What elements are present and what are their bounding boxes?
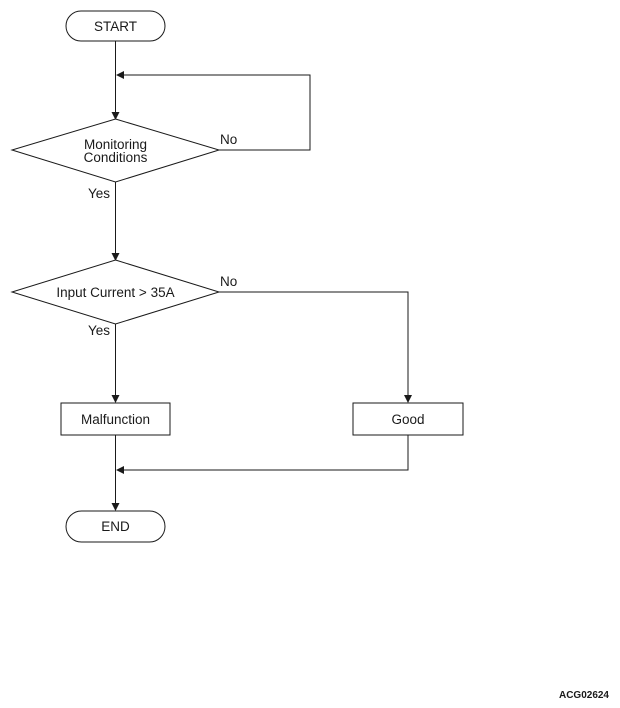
result-good-label: Good bbox=[391, 412, 424, 427]
decision-monitoring-conditions: Monitoring Conditions bbox=[10, 118, 221, 183]
arrowhead-merge bbox=[116, 466, 124, 474]
connector-loop-no bbox=[124, 74, 311, 151]
result-malfunction-box: Malfunction bbox=[60, 402, 171, 436]
decision2-no-label: No bbox=[220, 274, 237, 289]
decision1-no-label: No bbox=[220, 132, 237, 147]
arrowhead-good bbox=[404, 395, 412, 403]
decision1-yes-label: Yes bbox=[88, 186, 110, 201]
end-label: END bbox=[101, 519, 130, 534]
arrowhead-decision2 bbox=[111, 253, 120, 261]
arrowhead-loop bbox=[116, 71, 124, 79]
end-terminator: END bbox=[65, 510, 166, 543]
connector-decision2-to-good bbox=[219, 291, 409, 397]
decision-input-current: Input Current > 35A bbox=[10, 259, 221, 325]
figure-id: ACG02624 bbox=[559, 690, 609, 701]
decision2-yes-label: Yes bbox=[88, 323, 110, 338]
arrowhead-decision1 bbox=[111, 112, 120, 120]
decision1-label-line1: Monitoring bbox=[84, 137, 147, 152]
start-terminator: START bbox=[65, 10, 166, 42]
connector-good-to-merge bbox=[124, 435, 409, 471]
arrowhead-malfunction bbox=[111, 395, 120, 403]
result-malfunction-label: Malfunction bbox=[81, 412, 150, 427]
decision2-label: Input Current > 35A bbox=[56, 285, 174, 300]
arrowhead-end bbox=[111, 503, 120, 511]
result-good-box: Good bbox=[352, 402, 464, 436]
start-label: START bbox=[94, 19, 137, 34]
decision1-label-line2: Conditions bbox=[84, 150, 148, 165]
